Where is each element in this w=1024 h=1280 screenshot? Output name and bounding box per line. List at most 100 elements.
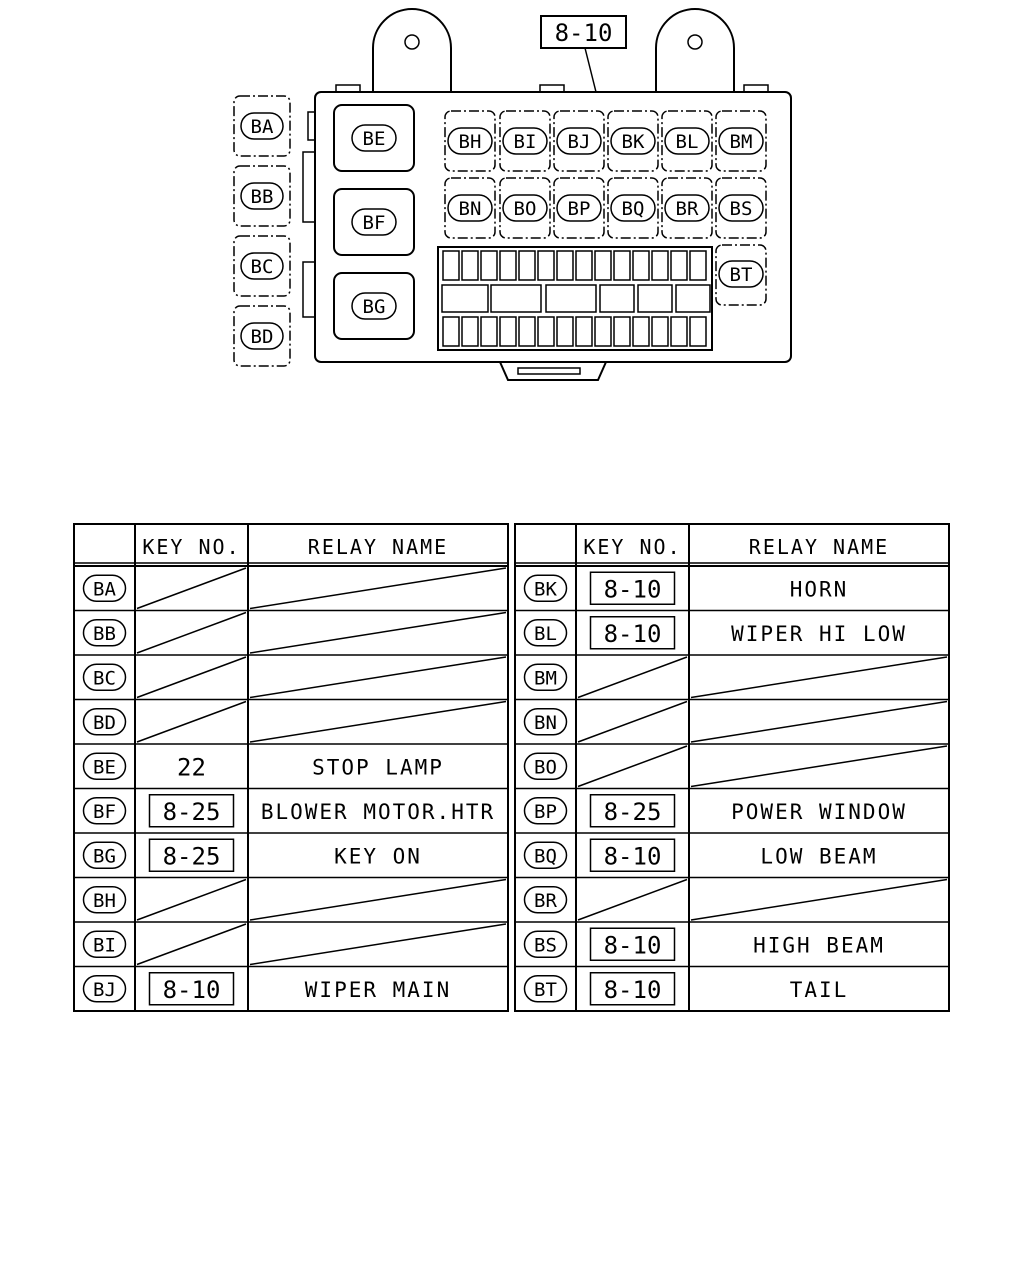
key-no-box	[148, 838, 235, 872]
relay-id-text: BC	[93, 667, 116, 689]
relay-ba: BA	[240, 112, 284, 140]
relay-id-oval	[556, 194, 602, 222]
fuse-slot	[461, 250, 479, 281]
row-relay-id: BT	[523, 975, 568, 1003]
relay-id-text: BO	[534, 756, 557, 778]
relay-id-oval	[82, 708, 127, 736]
side-notch	[302, 261, 316, 318]
table-row: BD	[74, 698, 508, 743]
maxi-fuse-slot	[545, 284, 597, 313]
relay-id-text: BL	[676, 131, 699, 153]
row-relay-id: BK	[523, 574, 568, 602]
fuse-slot	[651, 250, 669, 281]
relay-id-oval	[610, 127, 656, 155]
row-relay-id: BQ	[523, 841, 568, 869]
relay-id-oval	[523, 797, 568, 825]
key-no-box	[589, 972, 676, 1006]
key-no: 8-10	[604, 620, 662, 648]
fuse-slot	[461, 316, 479, 347]
relay-id-oval	[610, 194, 656, 222]
relay-socket-outline	[233, 235, 291, 297]
fuse-slot	[518, 316, 536, 347]
key-no: 8-10	[604, 842, 662, 870]
fuse-slot	[442, 316, 460, 347]
relay-id-text: BQ	[534, 845, 557, 867]
relay-socket-outline	[661, 110, 713, 172]
key-no: 8-10	[604, 575, 662, 603]
empty-key-slash	[136, 700, 247, 743]
relay-id-oval	[718, 194, 764, 222]
row-relay-id: BI	[82, 930, 127, 958]
fuse-slot	[442, 250, 460, 281]
key-no-box	[148, 972, 235, 1006]
bottom-lug	[499, 361, 607, 381]
relay-id-oval	[556, 127, 602, 155]
relay-id-text: BI	[514, 131, 537, 153]
relay-bj: BJ	[556, 127, 602, 155]
relay-id-text: BF	[363, 212, 386, 234]
relay-br: BR	[664, 194, 710, 222]
fuse-slot	[651, 316, 669, 347]
callout-leader	[584, 47, 597, 93]
mounting-tab-left	[372, 8, 452, 92]
relay-socket-outline	[715, 177, 767, 239]
key-no-box	[589, 616, 676, 650]
relay-id-text: BM	[534, 667, 557, 689]
row-relay-id: BO	[523, 752, 568, 780]
fuse-slot	[518, 250, 536, 281]
top-clip	[335, 84, 361, 93]
fuse-slot	[499, 316, 517, 347]
key-no: 8-10	[163, 976, 221, 1004]
maxi-fuse-slot	[637, 284, 673, 313]
table-row: BC	[74, 654, 508, 699]
relay-socket-outline	[607, 110, 659, 172]
empty-key-slash	[136, 923, 247, 966]
fuse-slot	[499, 250, 517, 281]
empty-key-slash	[136, 611, 247, 654]
relay-bf: BF	[351, 208, 397, 236]
relay-name: TAIL	[790, 978, 849, 1002]
relay-socket-outline	[233, 305, 291, 367]
key-no-box	[589, 571, 676, 605]
relay-id-text: BH	[459, 131, 482, 153]
mounting-tab-right	[655, 8, 735, 92]
relay-name: STOP LAMP	[312, 755, 444, 779]
relay-id-text: BH	[93, 890, 116, 912]
relay-id-text: BP	[534, 801, 557, 823]
mounting-hole-right	[687, 34, 703, 50]
empty-key-slash	[136, 878, 247, 921]
relay-id-oval	[523, 574, 568, 602]
relay-bp: BP	[556, 194, 602, 222]
relay-bi: BI	[502, 127, 548, 155]
empty-key-slash	[136, 567, 247, 610]
relay-id-text: BD	[251, 326, 274, 348]
relay-socket-outline	[499, 177, 551, 239]
empty-name-slash	[690, 745, 948, 788]
relay-id-text: BT	[534, 979, 557, 1001]
empty-key-slash	[136, 656, 247, 699]
relay-id-oval	[718, 127, 764, 155]
key-no: 8-25	[163, 842, 221, 870]
relay-id-text: BE	[93, 756, 116, 778]
callout-box	[540, 15, 627, 49]
relay-id-oval	[82, 975, 127, 1003]
relay-id-text: BG	[93, 845, 116, 867]
callout-label: 8-10	[555, 19, 613, 47]
relay-name: WIPER HI LOW	[731, 622, 907, 646]
relay-bk: BK	[610, 127, 656, 155]
row-relay-id: BH	[82, 886, 127, 914]
fuse-slot	[670, 250, 688, 281]
relay-socket-outline	[233, 165, 291, 227]
fuse-slot	[575, 316, 593, 347]
table-row: BI	[74, 921, 508, 966]
relay-name: BLOWER MOTOR.HTR	[261, 800, 495, 824]
key-no: 8-25	[163, 798, 221, 826]
empty-name-slash	[249, 878, 507, 921]
relay-be: BE	[351, 124, 397, 152]
